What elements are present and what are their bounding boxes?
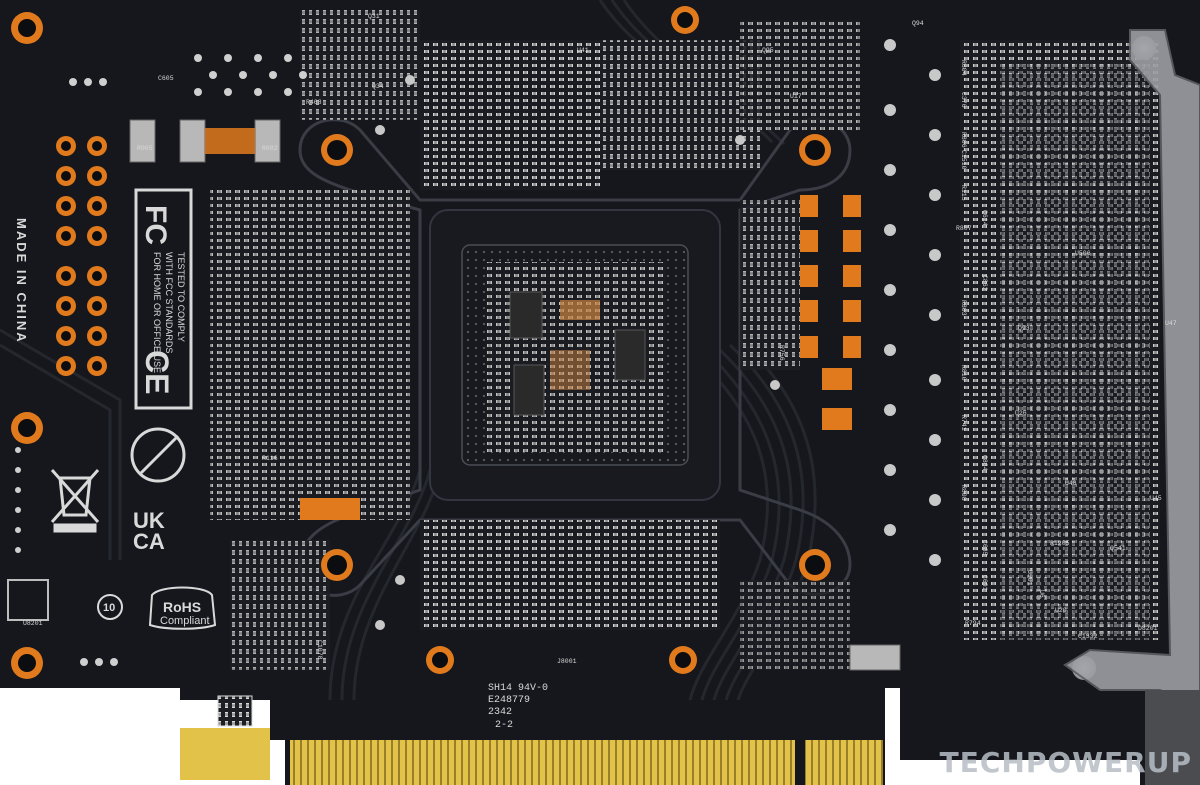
qr-code bbox=[217, 695, 253, 727]
ul-line-1: SH14 94V-0 bbox=[488, 683, 548, 694]
refdes-label: R794 bbox=[965, 620, 981, 627]
rohs-label: RoHS bbox=[163, 599, 201, 615]
refdes-label: R810 bbox=[960, 365, 967, 381]
refdes-label: C1332 bbox=[1078, 633, 1098, 640]
refdes-label: C862 bbox=[981, 275, 988, 291]
refdes-label: U48 bbox=[1065, 480, 1077, 487]
refdes-labels-vertical: R804 C376 R806 C1510 R115 C614 C862 R803… bbox=[316, 60, 1045, 660]
header-vias bbox=[15, 54, 307, 666]
fc-mark: FC bbox=[139, 205, 172, 245]
pcie-fingers-short bbox=[180, 728, 270, 780]
refdes-label: C685 bbox=[981, 540, 988, 556]
ukca-mark-2: CA bbox=[133, 529, 165, 554]
refdes-label: D8201 bbox=[1138, 625, 1158, 632]
refdes-labels: Q31 U41 Q95 U17 Q94 R005 R002 R468 Q34 C… bbox=[23, 13, 1177, 665]
refdes-label: R116 bbox=[262, 455, 278, 462]
refdes-label: C605 bbox=[158, 75, 174, 82]
gpu-center-chips bbox=[509, 291, 646, 416]
bracket-tab bbox=[1145, 690, 1200, 785]
ul-line-3: 2342 bbox=[488, 707, 512, 718]
watermark: TECHPOWERUP bbox=[939, 746, 1192, 779]
pb-free-icon bbox=[130, 427, 186, 483]
solder-point-columns bbox=[375, 39, 941, 630]
refdes-label: Q94 bbox=[912, 20, 924, 27]
refdes-label: U8201 bbox=[23, 620, 43, 627]
refdes-label: Q541 bbox=[1110, 545, 1126, 552]
refdes-label: Q31 bbox=[368, 13, 380, 20]
refdes-label: Q95 bbox=[762, 47, 774, 54]
recycle-years-label: 10 bbox=[103, 602, 115, 614]
ukca-mark-1: UK bbox=[133, 508, 165, 533]
rohs-compliant-label: Compliant bbox=[160, 615, 210, 627]
refdes-label: R806 bbox=[960, 132, 967, 148]
refdes-label: U506 bbox=[1075, 250, 1091, 257]
refdes-label: R804 bbox=[960, 60, 967, 76]
weee-bin-icon bbox=[50, 469, 100, 533]
refdes-label: U501 bbox=[1026, 570, 1033, 586]
refdes-label: R115 bbox=[960, 185, 967, 201]
refdes-label: Q34 bbox=[372, 83, 384, 90]
refdes-label: U47 bbox=[1165, 320, 1177, 327]
pcie-fingers-right bbox=[805, 740, 883, 785]
refdes-label: R756 bbox=[778, 345, 785, 361]
refdes-label: C376 bbox=[960, 92, 967, 108]
refdes-label: U41 bbox=[577, 47, 589, 54]
refdes-label: R468 bbox=[306, 99, 322, 106]
refdes-label: U20 bbox=[1055, 607, 1067, 614]
fcc-text-1: TESTED TO COMPLY bbox=[176, 252, 186, 342]
made-in-label: MADE IN CHINA bbox=[14, 218, 29, 344]
refdes-label: R1205 bbox=[1050, 540, 1070, 547]
refdes-label: R808 bbox=[960, 485, 967, 501]
refdes-label: R741 bbox=[960, 415, 967, 431]
fcc-text-3: FOR HOME OR OFFICE USE bbox=[152, 252, 162, 373]
refdes-label: U26 bbox=[1015, 410, 1027, 417]
refdes-label: U6 bbox=[1038, 590, 1045, 598]
recycle-10-icon: 10 bbox=[97, 594, 123, 620]
refdes-label: R803 bbox=[960, 300, 967, 316]
ce-mark: CE bbox=[139, 350, 175, 394]
ul-line-2: E248779 bbox=[488, 695, 530, 706]
ul-line-4: 2-2 bbox=[495, 720, 513, 731]
smd-clusters bbox=[210, 10, 1160, 670]
refdes-label: C614 bbox=[981, 210, 988, 226]
refdes-label: Q93 bbox=[1018, 325, 1030, 332]
refdes-label: J8001 bbox=[557, 658, 577, 665]
refdes-label: R807 bbox=[956, 225, 972, 232]
fcc-box bbox=[134, 188, 193, 410]
refdes-label: R005 bbox=[137, 145, 153, 152]
refdes-label: R002 bbox=[262, 145, 278, 152]
fcc-text-2: WITH FCC STANDARDS bbox=[164, 252, 174, 353]
refdes-label: U17 bbox=[790, 93, 802, 100]
refdes-label: C1510 bbox=[960, 150, 967, 170]
rohs-badge: RoHS Compliant bbox=[148, 586, 217, 630]
refdes-label: C691 bbox=[981, 575, 988, 591]
refdes-label: C864 bbox=[981, 455, 988, 471]
vga-connector-pad bbox=[7, 579, 49, 621]
io-bracket bbox=[1063, 29, 1200, 701]
shunt-resistors bbox=[129, 119, 901, 671]
pcie-fingers-main bbox=[290, 740, 795, 785]
refdes-label: C1078 bbox=[316, 640, 323, 660]
refdes-label: U45 bbox=[1150, 495, 1162, 502]
power-header-holes bbox=[61, 141, 102, 371]
vrm-pad-array bbox=[300, 195, 861, 520]
